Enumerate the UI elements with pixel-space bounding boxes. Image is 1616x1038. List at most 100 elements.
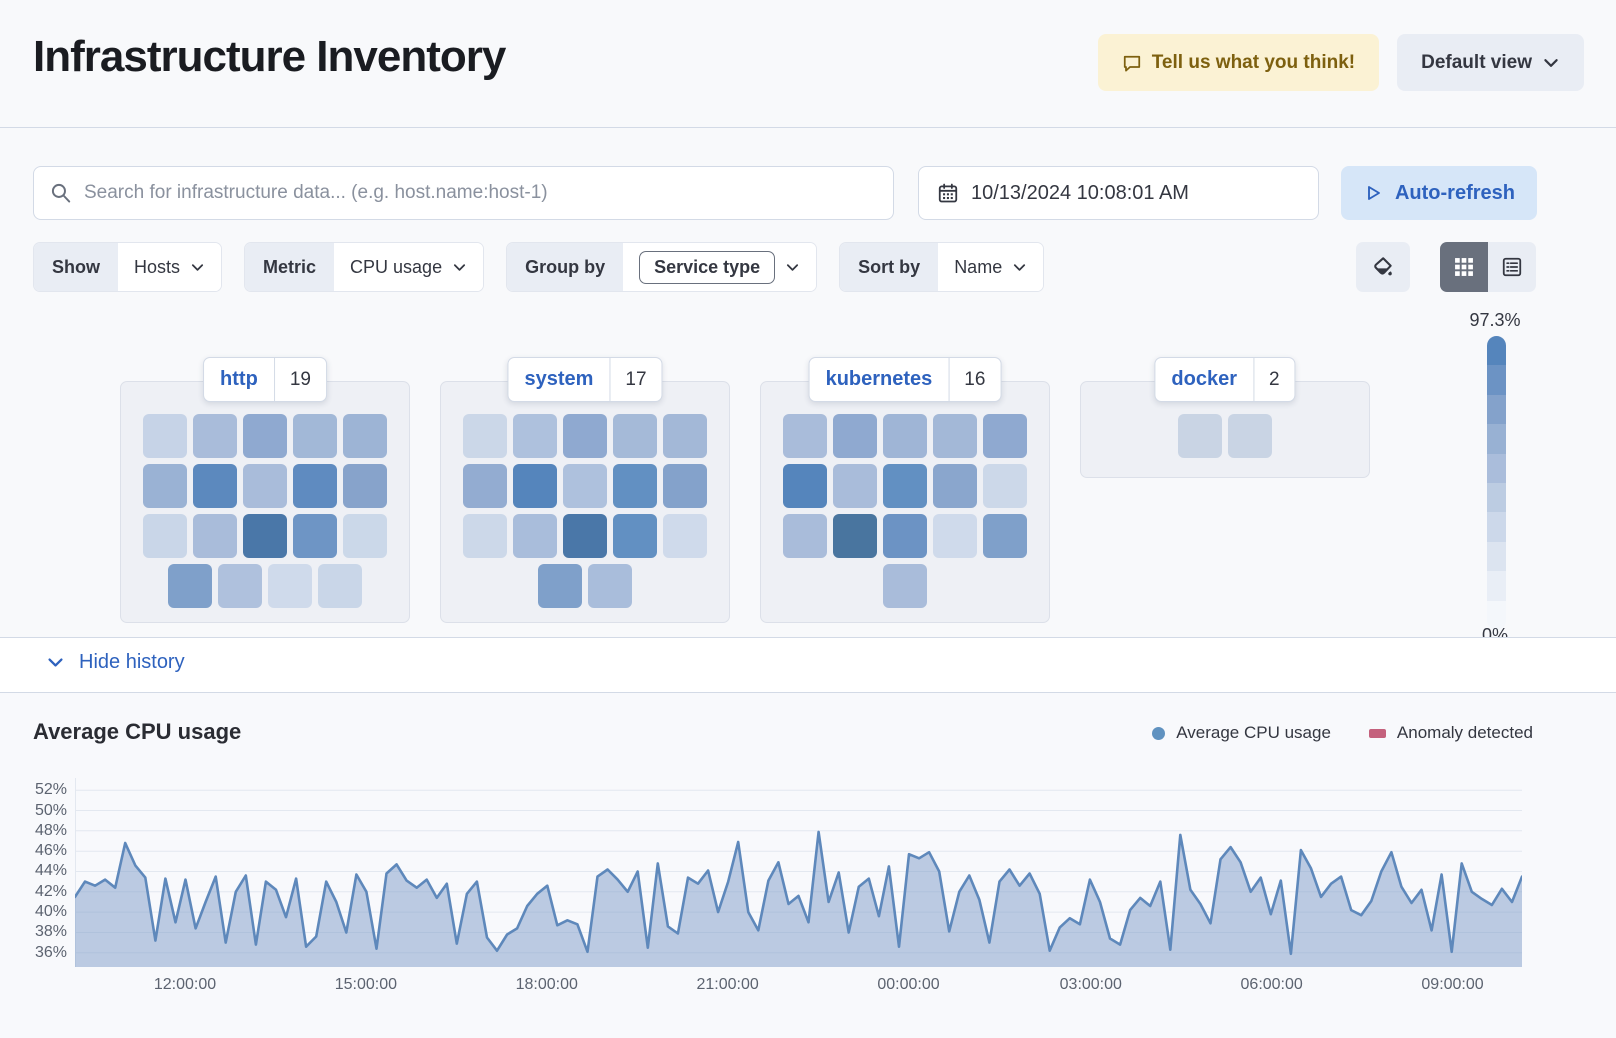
- host-tile[interactable]: [293, 414, 337, 458]
- host-tile[interactable]: [193, 464, 237, 508]
- view-selector-button[interactable]: Default view: [1397, 34, 1584, 91]
- search-bar[interactable]: [33, 166, 894, 220]
- host-tile[interactable]: [663, 464, 707, 508]
- host-tile[interactable]: [168, 564, 212, 608]
- host-tile[interactable]: [563, 414, 607, 458]
- host-tile[interactable]: [883, 464, 927, 508]
- host-tile[interactable]: [513, 514, 557, 558]
- x-tick-label: 18:00:00: [515, 976, 578, 993]
- color-palette-button[interactable]: [1356, 242, 1410, 292]
- host-tile[interactable]: [783, 514, 827, 558]
- group-name-link[interactable]: system: [524, 368, 594, 390]
- host-tile[interactable]: [243, 414, 287, 458]
- host-tile[interactable]: [833, 514, 877, 558]
- scale-step: [1487, 512, 1506, 542]
- host-tile[interactable]: [663, 514, 707, 558]
- page-header: Infrastructure Inventory Tell us what yo…: [0, 0, 1616, 128]
- legend-item-cpu[interactable]: Average CPU usage: [1152, 723, 1331, 743]
- host-tile[interactable]: [883, 514, 927, 558]
- host-tile[interactable]: [463, 414, 507, 458]
- badge-divider: [1253, 358, 1255, 401]
- host-tile[interactable]: [268, 564, 312, 608]
- host-tile[interactable]: [218, 564, 262, 608]
- host-tile[interactable]: [783, 464, 827, 508]
- host-tile[interactable]: [933, 514, 977, 558]
- host-tile[interactable]: [193, 414, 237, 458]
- map-view-button[interactable]: [1440, 242, 1488, 292]
- metric-dropdown[interactable]: CPU usage: [334, 243, 484, 291]
- host-tile[interactable]: [513, 464, 557, 508]
- host-tile[interactable]: [613, 464, 657, 508]
- host-tile[interactable]: [343, 514, 387, 558]
- host-tile[interactable]: [343, 464, 387, 508]
- host-tile[interactable]: [143, 464, 187, 508]
- cpu-usage-area-chart: [73, 778, 1524, 967]
- host-tile[interactable]: [513, 414, 557, 458]
- auto-refresh-button[interactable]: Auto-refresh: [1341, 166, 1537, 220]
- host-tile[interactable]: [833, 414, 877, 458]
- scale-step: [1487, 571, 1506, 601]
- host-tile[interactable]: [613, 514, 657, 558]
- host-tile[interactable]: [783, 414, 827, 458]
- host-tile[interactable]: [343, 414, 387, 458]
- host-tile[interactable]: [463, 514, 507, 558]
- feedback-button[interactable]: Tell us what you think!: [1097, 34, 1380, 91]
- host-tile[interactable]: [293, 514, 337, 558]
- scale-step: [1487, 600, 1506, 630]
- color-scale-bar: [1487, 336, 1506, 630]
- host-tile[interactable]: [293, 464, 337, 508]
- x-tick-label: 09:00:00: [1421, 976, 1484, 993]
- group-name-link[interactable]: docker: [1171, 368, 1238, 390]
- y-tick-label: 48%: [34, 821, 67, 839]
- host-tile[interactable]: [933, 464, 977, 508]
- scale-step: [1487, 483, 1506, 513]
- host-tile[interactable]: [613, 414, 657, 458]
- sort-by-dropdown[interactable]: Name: [938, 243, 1044, 291]
- hide-history-toggle[interactable]: Hide history: [46, 651, 185, 674]
- y-tick-label: 52%: [34, 781, 67, 799]
- host-tile[interactable]: [243, 464, 287, 508]
- legend-item-anomaly[interactable]: Anomaly detected: [1368, 723, 1533, 743]
- host-tile[interactable]: [563, 514, 607, 558]
- host-tile[interactable]: [983, 514, 1027, 558]
- group-by-dropdown[interactable]: Service type: [623, 243, 817, 291]
- host-tile[interactable]: [563, 464, 607, 508]
- host-tile[interactable]: [318, 564, 362, 608]
- group-name-link[interactable]: kubernetes: [825, 368, 933, 390]
- sort-by-label: Sort by: [840, 243, 939, 291]
- host-tile[interactable]: [933, 414, 977, 458]
- history-band: Hide history: [0, 637, 1616, 693]
- host-tile[interactable]: [538, 564, 582, 608]
- host-tile[interactable]: [663, 414, 707, 458]
- host-tile[interactable]: [193, 514, 237, 558]
- host-tile[interactable]: [883, 564, 927, 608]
- host-tile[interactable]: [983, 414, 1027, 458]
- host-tile[interactable]: [833, 464, 877, 508]
- group-name-link[interactable]: http: [220, 368, 258, 390]
- date-time-picker[interactable]: 10/13/2024 10:08:01 AM: [918, 166, 1319, 220]
- host-tile[interactable]: [883, 414, 927, 458]
- show-dropdown[interactable]: Hosts: [118, 243, 222, 291]
- scale-step: [1487, 453, 1506, 484]
- chevron-down-icon: [190, 260, 205, 275]
- host-tile[interactable]: [463, 464, 507, 508]
- y-tick-label: 42%: [34, 882, 67, 900]
- table-view-button[interactable]: [1488, 242, 1536, 292]
- host-tile[interactable]: [588, 564, 632, 608]
- chevron-down-icon: [785, 260, 800, 275]
- group-box-http: http 19: [120, 357, 410, 623]
- metric-label: Metric: [245, 243, 335, 291]
- search-input[interactable]: [84, 182, 877, 204]
- group-by-label: Group by: [507, 243, 624, 291]
- x-tick-label: 00:00:00: [877, 976, 940, 993]
- host-tile[interactable]: [143, 414, 187, 458]
- host-tile[interactable]: [143, 514, 187, 558]
- host-tile[interactable]: [1178, 414, 1222, 458]
- host-tile[interactable]: [983, 464, 1027, 508]
- host-tile[interactable]: [243, 514, 287, 558]
- chart-legend: Average CPU usage Anomaly detected: [1152, 723, 1533, 743]
- host-tile[interactable]: [1228, 414, 1272, 458]
- y-tick-label: 36%: [34, 943, 67, 961]
- chevron-down-icon: [46, 653, 65, 672]
